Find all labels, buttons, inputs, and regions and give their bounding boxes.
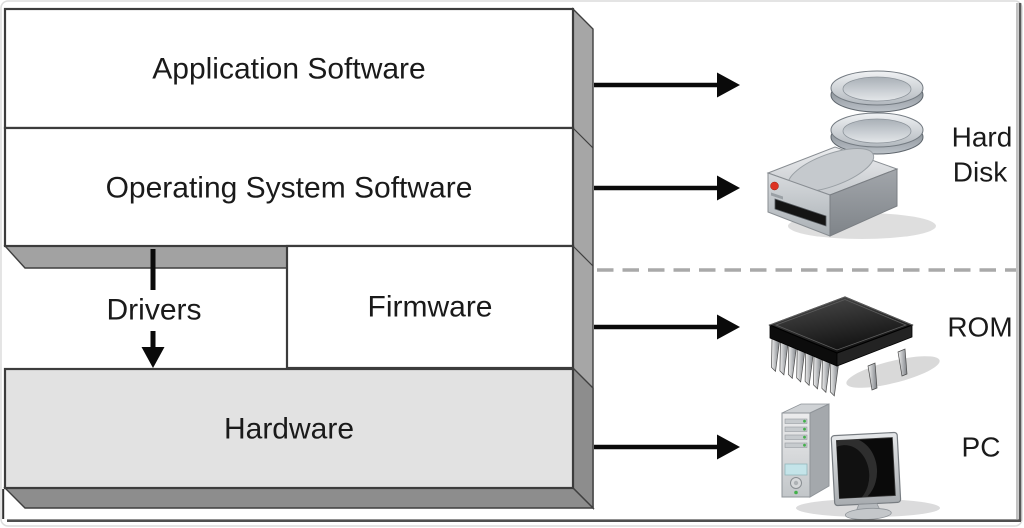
arrow-hardware-to-pc <box>594 434 740 460</box>
hard-drive-unit-icon <box>766 146 936 239</box>
operating-system-software-box <box>3 126 575 248</box>
drive-slot <box>774 198 827 227</box>
stack-side-face-hardware <box>572 366 594 510</box>
pc-tower-monitor-icon <box>781 403 940 520</box>
hardware-label: Hardware <box>224 413 354 446</box>
drive-led-dot <box>770 181 779 191</box>
arrow-firmware-to-rom <box>594 314 740 340</box>
firmware-label: Firmware <box>368 291 493 324</box>
side-face-division-app-os <box>572 127 594 149</box>
arrow-application-to-hard-disk <box>594 72 740 98</box>
pc-label: PC <box>962 432 1001 463</box>
hardware-box <box>3 367 575 490</box>
pc-monitor <box>830 431 902 520</box>
os-bottom-face <box>3 245 288 269</box>
pc-tower <box>781 403 830 498</box>
drivers-arrow <box>141 249 165 368</box>
rom-chip-icon <box>768 296 940 397</box>
disk-platter-icon <box>830 112 924 155</box>
application-software-label: Application Software <box>152 53 426 86</box>
hard-disk-label-line2: Disk <box>953 157 1008 188</box>
drivers-label: Drivers <box>107 294 202 327</box>
application-software-box <box>3 7 575 130</box>
hard-disk-icon <box>766 70 936 239</box>
disk-platter-icon <box>830 70 924 113</box>
hardware-bottom-face <box>3 487 595 509</box>
operating-system-software-label: Operating System Software <box>106 172 473 205</box>
arrow-os-to-hard-disk <box>594 175 740 201</box>
side-face-division-os-firmware <box>572 245 594 267</box>
hard-disk-label-line1: Hard <box>952 122 1013 153</box>
rom-label: ROM <box>947 312 1012 343</box>
